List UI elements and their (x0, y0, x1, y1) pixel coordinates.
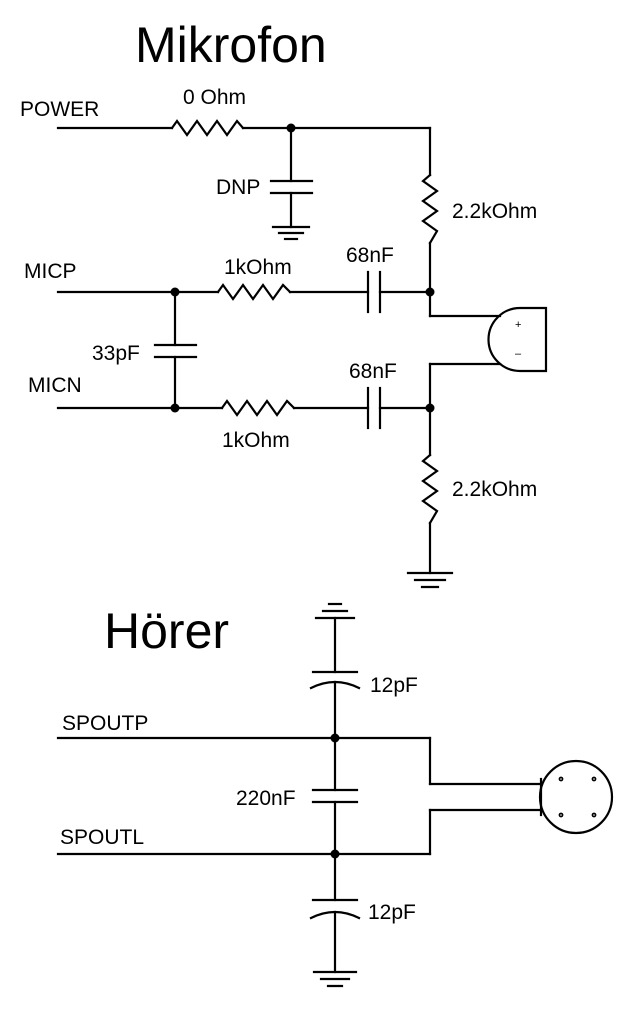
mic-section-title: Mikrofon (135, 17, 327, 73)
label-capacitor-dnp: DNP (216, 176, 260, 199)
resistor-micp (216, 283, 292, 301)
resistor-0ohm (170, 119, 245, 137)
speaker-section-title: Hörer (104, 603, 229, 659)
ground-symbol-mic (406, 571, 454, 589)
label-resistor-pulldown: 2.2kOhm (452, 478, 537, 501)
net-label-micn: MICN (28, 374, 82, 397)
label-capacitor-12pf-top: 12pF (370, 674, 418, 697)
net-label-spoutp: SPOUTP (62, 712, 148, 735)
net-label-spoutl: SPOUTL (60, 826, 144, 849)
junction-micn (170, 403, 180, 413)
ground-symbol-speaker-bottom (312, 970, 358, 988)
ground-symbol-speaker-top (314, 602, 356, 620)
mic-plus-mark: + (515, 319, 521, 331)
label-capacitor-micp: 68nF (346, 244, 394, 267)
label-capacitor-220nf: 220nF (236, 787, 296, 810)
net-label-micp: MICP (24, 260, 77, 283)
mic-minus-mark: – (515, 348, 522, 360)
speaker-symbol (538, 759, 614, 835)
label-resistor-micp: 1kOhm (224, 256, 292, 279)
label-capacitor-12pf-bottom: 12pF (368, 901, 416, 924)
label-resistor-micn: 1kOhm (222, 429, 290, 452)
net-label-power: POWER (20, 98, 99, 121)
resistor-pullup (421, 173, 439, 245)
label-capacitor-diff: 33pF (92, 342, 140, 365)
label-resistor-0ohm: 0 Ohm (183, 86, 246, 109)
junction-micp-out (425, 287, 435, 297)
label-resistor-pullup: 2.2kOhm (452, 200, 537, 223)
microphone-symbol: + – (487, 306, 548, 373)
resistor-pulldown (421, 453, 439, 525)
label-capacitor-micn: 68nF (349, 360, 397, 383)
resistor-micn (220, 399, 296, 417)
ground-symbol-dnp (271, 225, 311, 241)
